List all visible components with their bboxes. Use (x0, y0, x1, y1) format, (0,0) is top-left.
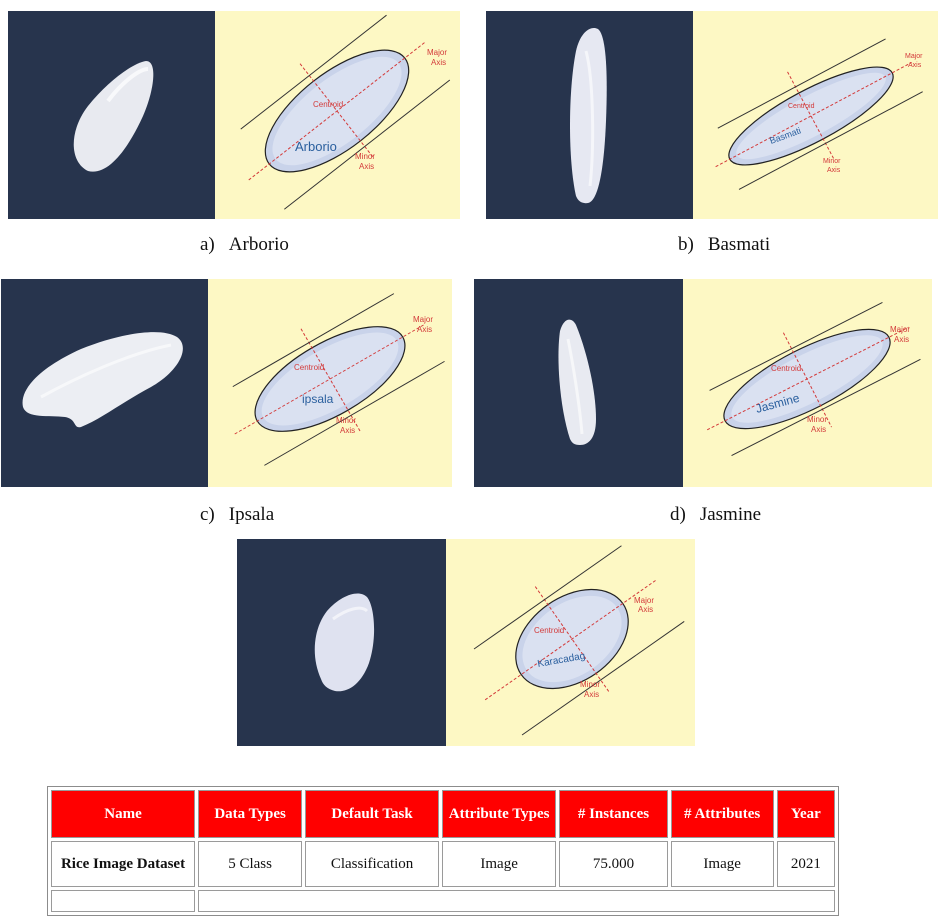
major-axis-label: Major (634, 596, 654, 605)
header-instances: # Instances (559, 790, 668, 838)
svg-text:Axis: Axis (431, 58, 446, 67)
header-data-types: Data Types (198, 790, 303, 838)
axis-diagram: Centroid Major Axis Minor Axis Karacadag (473, 545, 685, 736)
cell-instances: 75.000 (559, 841, 668, 887)
table-header-row: Name Data Types Default Task Attribute T… (51, 790, 835, 838)
caption-jasmine: d)Jasmine (670, 504, 762, 525)
minor-axis-label: Minor (807, 415, 827, 424)
header-name: Name (51, 790, 195, 838)
major-axis-label: Major (890, 325, 910, 334)
rice-grain-photo (22, 332, 183, 428)
axis-diagram: Centroid Major Axis Minor Axis ipsala (232, 293, 445, 466)
rice-grain-photo (570, 27, 607, 204)
cell-name: Rice Image Dataset (51, 841, 195, 887)
minor-axis-label: Minor (823, 158, 841, 165)
svg-text:Axis: Axis (584, 690, 599, 699)
svg-text:Axis: Axis (340, 426, 355, 435)
diagram-panel-jasmine: Centroid Major Axis Minor Axis Jasmine (683, 279, 932, 487)
axis-diagram: Centroid Major Axis Minor Axis Jasmine (706, 301, 921, 457)
axis-diagram: Centroid Major Axis Minor Axis Arborio (240, 14, 451, 210)
diagram-panel-karacadag: Centroid Major Axis Minor Axis Karacadag (446, 539, 695, 746)
svg-text:Axis: Axis (827, 167, 841, 174)
caption-ipsala: c)Ipsala (200, 504, 275, 525)
header-attributes: # Attributes (670, 790, 774, 838)
cell-attributes: Image (670, 841, 774, 887)
rice-grain-photo (314, 593, 375, 692)
minor-axis-label: Minor (355, 152, 375, 161)
photo-panel-basmati (486, 11, 693, 219)
caption-arborio: a)Arborio (200, 234, 289, 255)
header-attribute-types: Attribute Types (441, 790, 557, 838)
minor-axis-label: Minor (336, 416, 356, 425)
centroid-label: Centroid (771, 364, 801, 373)
major-axis-label: Major (413, 315, 433, 324)
diagram-panel-ipsala: Centroid Major Axis Minor Axis ipsala (208, 279, 452, 487)
dataset-info-table: Name Data Types Default Task Attribute T… (47, 786, 839, 916)
axis-diagram: Centroid Major Axis Minor Axis Basmati (715, 38, 923, 190)
cell-year: 2021 (776, 841, 835, 887)
minor-axis-label: Minor (580, 680, 600, 689)
dataset-table-wrapper: Name Data Types Default Task Attribute T… (47, 786, 839, 916)
svg-text:Axis: Axis (908, 62, 922, 69)
centroid-label: Centroid (534, 626, 564, 635)
cell-data-types: 5 Class (198, 841, 303, 887)
photo-panel-jasmine (474, 279, 683, 487)
rice-grain-photo (73, 61, 154, 172)
centroid-label: Centroid (313, 100, 343, 109)
grain-name-label: ipsala (302, 392, 334, 406)
table-row: Rice Image Dataset 5 Class Classificatio… (51, 841, 835, 887)
rice-grain-photo (558, 319, 596, 445)
svg-text:Axis: Axis (894, 335, 909, 344)
photo-panel-arborio (8, 11, 215, 219)
header-default-task: Default Task (305, 790, 439, 838)
caption-basmati: b)Basmati (678, 234, 771, 255)
svg-text:Axis: Axis (359, 162, 374, 171)
svg-text:Axis: Axis (417, 325, 432, 334)
header-year: Year (776, 790, 835, 838)
cell-default-task: Classification (305, 841, 439, 887)
major-axis-label: Major (427, 48, 447, 57)
centroid-label: Centroid (788, 103, 815, 110)
centroid-label: Centroid (294, 363, 324, 372)
diagram-panel-basmati: Centroid Major Axis Minor Axis Basmati (693, 11, 938, 219)
photo-panel-ipsala (1, 279, 208, 487)
svg-text:Axis: Axis (638, 605, 653, 614)
diagram-panel-arborio: Centroid Major Axis Minor Axis Arborio (215, 11, 460, 219)
photo-panel-karacadag (237, 539, 446, 746)
major-axis-label: Major (905, 53, 923, 60)
table-row-partial (51, 890, 835, 912)
grain-name-label: Arborio (295, 139, 337, 154)
cell-attribute-types: Image (441, 841, 557, 887)
svg-text:Axis: Axis (811, 425, 826, 434)
